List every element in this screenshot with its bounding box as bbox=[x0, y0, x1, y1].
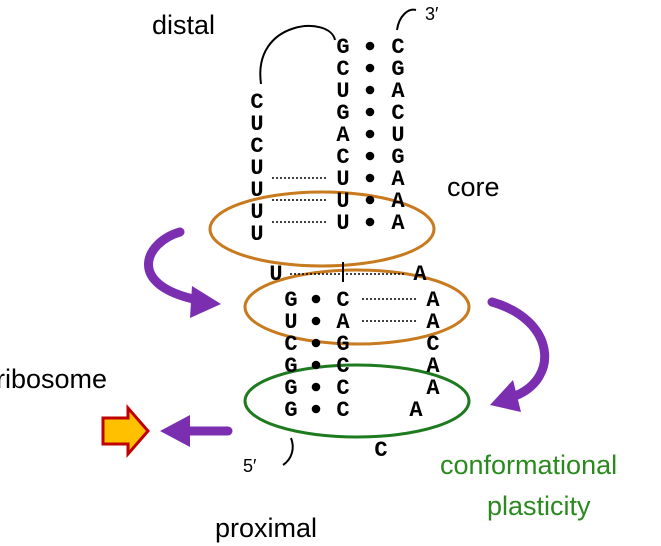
ribosome-label: ribosome bbox=[0, 364, 107, 394]
conformational-label: conformational bbox=[440, 450, 617, 480]
loop-nucleotide: U bbox=[250, 222, 263, 247]
stem-nucleotide-right: A bbox=[391, 211, 405, 236]
base-pair-dot bbox=[311, 294, 321, 304]
stem-nucleotide-left: C bbox=[336, 57, 349, 82]
stem-nucleotide-right: A bbox=[336, 310, 350, 335]
stem-nucleotide-right: C bbox=[336, 398, 349, 423]
base-pair-dot bbox=[365, 41, 375, 51]
core-label: core bbox=[447, 172, 500, 202]
base-pair-dot bbox=[365, 173, 375, 183]
loop-nucleotide: A bbox=[426, 354, 440, 379]
plasticity-label: plasticity bbox=[487, 491, 591, 521]
stem-nucleotide-right: U bbox=[391, 123, 404, 148]
base-pair-dot bbox=[311, 382, 321, 392]
base-pair-dot bbox=[311, 360, 321, 370]
loop-nucleotide: U bbox=[250, 156, 263, 181]
stem-nucleotide-left: A bbox=[336, 123, 350, 148]
stem-nucleotide-left: U bbox=[336, 189, 349, 214]
five-prime-tail-curve bbox=[282, 437, 294, 466]
core-ellipse-lower bbox=[243, 268, 471, 346]
distal-loop-curve bbox=[259, 25, 336, 85]
stem-nucleotide-left: G bbox=[336, 35, 349, 60]
loop-nucleotide: C bbox=[426, 332, 439, 357]
stem-nucleotide-left: U bbox=[284, 310, 297, 335]
base-pair-dot bbox=[365, 217, 375, 227]
stem-nucleotide-right: G bbox=[391, 145, 404, 170]
stem-nucleotide-left: G bbox=[284, 288, 297, 313]
distal-label: distal bbox=[152, 10, 215, 40]
base-pair-dot bbox=[311, 316, 321, 326]
stem-nucleotide-left: G bbox=[284, 398, 297, 423]
stem-nucleotide-right: A bbox=[391, 189, 405, 214]
base-pair-dot bbox=[365, 129, 375, 139]
stem-nucleotide-left: U bbox=[336, 211, 349, 236]
three-prime-tail-curve bbox=[396, 8, 417, 31]
base-pair-dot bbox=[311, 338, 321, 348]
stem-nucleotide-left: G bbox=[284, 354, 297, 379]
stem-nucleotide-left: G bbox=[336, 101, 349, 126]
stem-nucleotide-right: A bbox=[391, 167, 405, 192]
five-prime-label: 5′ bbox=[243, 456, 257, 476]
base-pair-dot bbox=[365, 85, 375, 95]
stem-nucleotide-right: C bbox=[336, 288, 349, 313]
stem-nucleotide-left: C bbox=[284, 332, 297, 357]
base-pair-dot bbox=[365, 195, 375, 205]
loop-nucleotide: A bbox=[426, 288, 440, 313]
loop-nucleotide: A bbox=[426, 376, 440, 401]
curved-arrow-icon-left bbox=[144, 227, 203, 305]
stem-nucleotide-left: C bbox=[336, 145, 349, 170]
stem-nucleotide-left: G bbox=[284, 376, 297, 401]
loop-nucleotide: U bbox=[250, 200, 263, 225]
curved-arrow-icon-right-head bbox=[490, 380, 521, 412]
base-pair-dot bbox=[365, 63, 375, 73]
curved-arrow-icon-left-head bbox=[190, 286, 221, 318]
stem-nucleotide-right: C bbox=[391, 101, 404, 126]
stem-nucleotide-right: A bbox=[391, 79, 405, 104]
loop-nucleotide: A bbox=[426, 310, 440, 335]
loop-nucleotide: C bbox=[250, 90, 263, 115]
stem-nucleotide-left: U bbox=[336, 79, 349, 104]
proximal-label: proximal bbox=[215, 513, 317, 543]
loop-nucleotide: U bbox=[250, 178, 263, 203]
bulge-nucleotide-left: U bbox=[269, 262, 282, 287]
plasticity-ellipse bbox=[243, 363, 471, 439]
tail-nucleotide: C bbox=[374, 438, 387, 463]
stem-nucleotide-right: C bbox=[336, 354, 349, 379]
base-pair-dot bbox=[365, 151, 375, 161]
loop-nucleotide: U bbox=[250, 112, 263, 137]
stem-nucleotide-right: C bbox=[336, 376, 349, 401]
stem-nucleotide-right: G bbox=[336, 332, 349, 357]
base-pair-dot bbox=[311, 404, 321, 414]
block-arrow-right-icon bbox=[101, 403, 150, 459]
stem-nucleotide-left: U bbox=[336, 167, 349, 192]
stem-nucleotide-right: G bbox=[391, 57, 404, 82]
core-ellipse-upper bbox=[208, 190, 436, 268]
arrow-left-icon-head bbox=[160, 415, 190, 447]
loop-nucleotide: A bbox=[409, 398, 423, 423]
stem-nucleotide-right: C bbox=[391, 35, 404, 60]
base-pair-dot bbox=[365, 107, 375, 117]
three-prime-label: 3′ bbox=[425, 4, 439, 24]
loop-nucleotide: C bbox=[250, 134, 263, 159]
curved-arrow-icon-right bbox=[487, 297, 550, 401]
bulge-nucleotide-right: A bbox=[413, 262, 427, 287]
